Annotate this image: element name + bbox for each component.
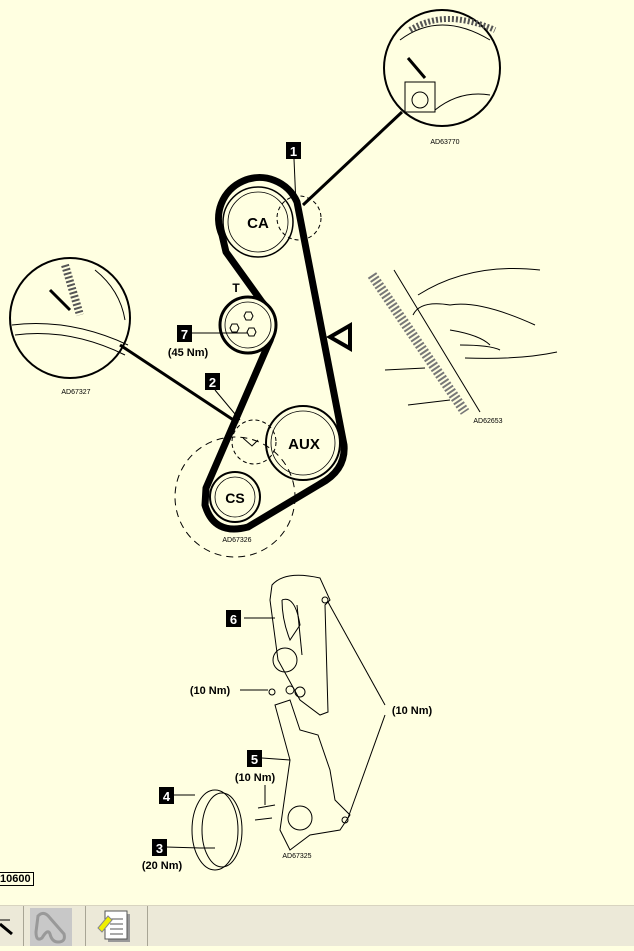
notes-edit-icon (97, 910, 130, 942)
callout-5: 5 (251, 752, 258, 767)
toolbar-button-belt-diagram[interactable] (24, 906, 86, 946)
crankshaft-detail-magnifier: AD67327 (9, 257, 131, 396)
toolbar-button-notes[interactable] (86, 906, 148, 946)
callout-3: 3 (156, 841, 163, 856)
torque-nut: (10 Nm) (190, 685, 231, 697)
fig-ref-belt: AD67326 (222, 537, 251, 544)
document-reference: 10600 (0, 872, 34, 886)
belt-diagram-icon (34, 911, 66, 944)
callout-7: 7 (181, 327, 188, 342)
belt-inspection-hand-illustration: AD62653 (367, 267, 558, 425)
callout-2: 2 (209, 375, 216, 390)
camshaft-pulley: CA (222, 186, 294, 258)
fig-ref-top: AD63770 (430, 139, 459, 146)
pen-tool-icon (0, 919, 13, 936)
cover-and-tensioner-exploded-view: AD67325 (165, 574, 386, 871)
torque-3: (20 Nm) (142, 860, 183, 872)
pulley-label-aux: AUX (288, 436, 320, 453)
fig-ref-cover: AD67325 (282, 853, 311, 860)
pulley-label-cs: CS (225, 490, 244, 506)
camshaft-detail-magnifier: AD63770 (383, 9, 501, 146)
auxiliary-pulley: AUX (265, 405, 341, 481)
torque-7: (45 Nm) (168, 347, 209, 359)
pulley-label-t: T (232, 281, 240, 295)
tensioner-pulley: T (218, 281, 278, 355)
crankshaft-pulley: CS (209, 471, 261, 523)
torque-cover: (10 Nm) (392, 705, 433, 717)
pulley-label-ca: CA (247, 215, 269, 232)
fig-ref-hand: AD62653 (473, 418, 502, 425)
timing-belt-diagram: AD63770 AD67327 CA T AUX CS (9, 9, 558, 872)
fig-ref-left: AD67327 (61, 389, 90, 396)
torque-5: (10 Nm) (235, 772, 276, 784)
callout-6: 6 (230, 612, 237, 627)
callout-1: 1 (290, 144, 297, 159)
callout-4: 4 (163, 789, 171, 804)
toolbar-button-tool[interactable] (0, 906, 24, 946)
bottom-toolbar (0, 905, 634, 946)
